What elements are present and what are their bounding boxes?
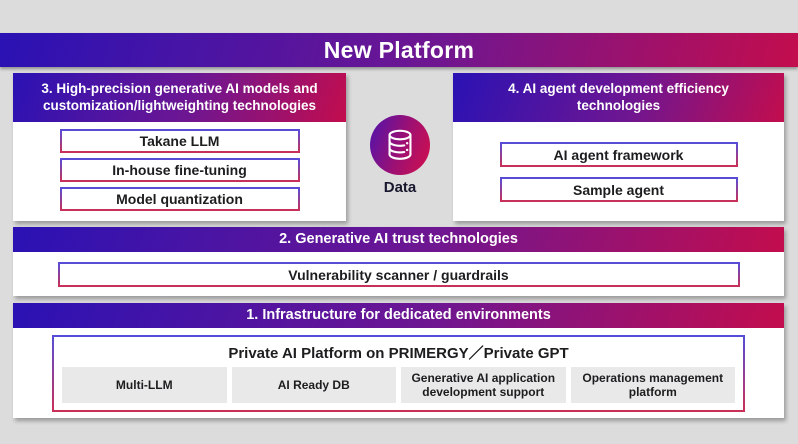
panel-ai-agent-header: 4. AI agent development efficiency techn… <box>453 73 784 122</box>
item-in-house-fine-tuning: In-house fine-tuning <box>59 158 300 182</box>
panel-high-precision-header-label: 3. High-precision generative AI models a… <box>41 80 318 113</box>
item-sample-agent: Sample agent <box>499 177 738 202</box>
infrastructure-subgrid: Multi-LLM AI Ready DB Generative AI appl… <box>54 367 743 410</box>
subitem-genai-app-dev-support: Generative AI application development su… <box>401 367 566 403</box>
database-icon <box>388 129 412 160</box>
panel-infrastructure-header-label: 1. Infrastructure for dedicated environm… <box>246 307 551 324</box>
data-hub: Data <box>357 115 443 196</box>
subitem-operations-management: Operations management platform <box>570 367 735 403</box>
panel-infrastructure-header: 1. Infrastructure for dedicated environm… <box>13 303 784 328</box>
page-title-label: New Platform <box>323 36 475 63</box>
panel-ai-agent-body: AI agent framework Sample agent <box>453 122 784 202</box>
item-vulnerability-scanner: Vulnerability scanner / guardrails <box>57 262 740 287</box>
panel-infrastructure: 1. Infrastructure for dedicated environm… <box>13 303 784 418</box>
data-label: Data <box>383 179 417 196</box>
page-title: New Platform <box>0 33 798 67</box>
subitem-multi-llm: Multi-LLM <box>62 367 227 403</box>
item-takane-llm: Takane LLM <box>59 129 300 153</box>
panel-trust-header: 2. Generative AI trust technologies <box>13 227 784 252</box>
panel-ai-agent-header-label: 4. AI agent development efficiency techn… <box>508 80 729 113</box>
subitem-ai-ready-db: AI Ready DB <box>231 367 396 403</box>
panel-ai-agent: 4. AI agent development efficiency techn… <box>453 73 784 221</box>
item-ai-agent-framework: AI agent framework <box>499 142 738 167</box>
item-model-quantization: Model quantization <box>59 187 300 211</box>
panel-trust: 2. Generative AI trust technologies Vuln… <box>13 227 784 296</box>
panel-high-precision: 3. High-precision generative AI models a… <box>13 73 346 221</box>
panel-trust-body: Vulnerability scanner / guardrails <box>13 252 784 287</box>
data-circle <box>370 115 430 175</box>
panel-trust-header-label: 2. Generative AI trust technologies <box>279 231 518 248</box>
private-ai-platform-title: Private AI Platform on PRIMERGY／Private … <box>228 344 569 362</box>
panel-high-precision-body: Takane LLM In-house fine-tuning Model qu… <box>13 122 346 211</box>
panel-high-precision-header: 3. High-precision generative AI models a… <box>13 73 346 122</box>
private-ai-platform-box: Private AI Platform on PRIMERGY／Private … <box>52 335 745 412</box>
